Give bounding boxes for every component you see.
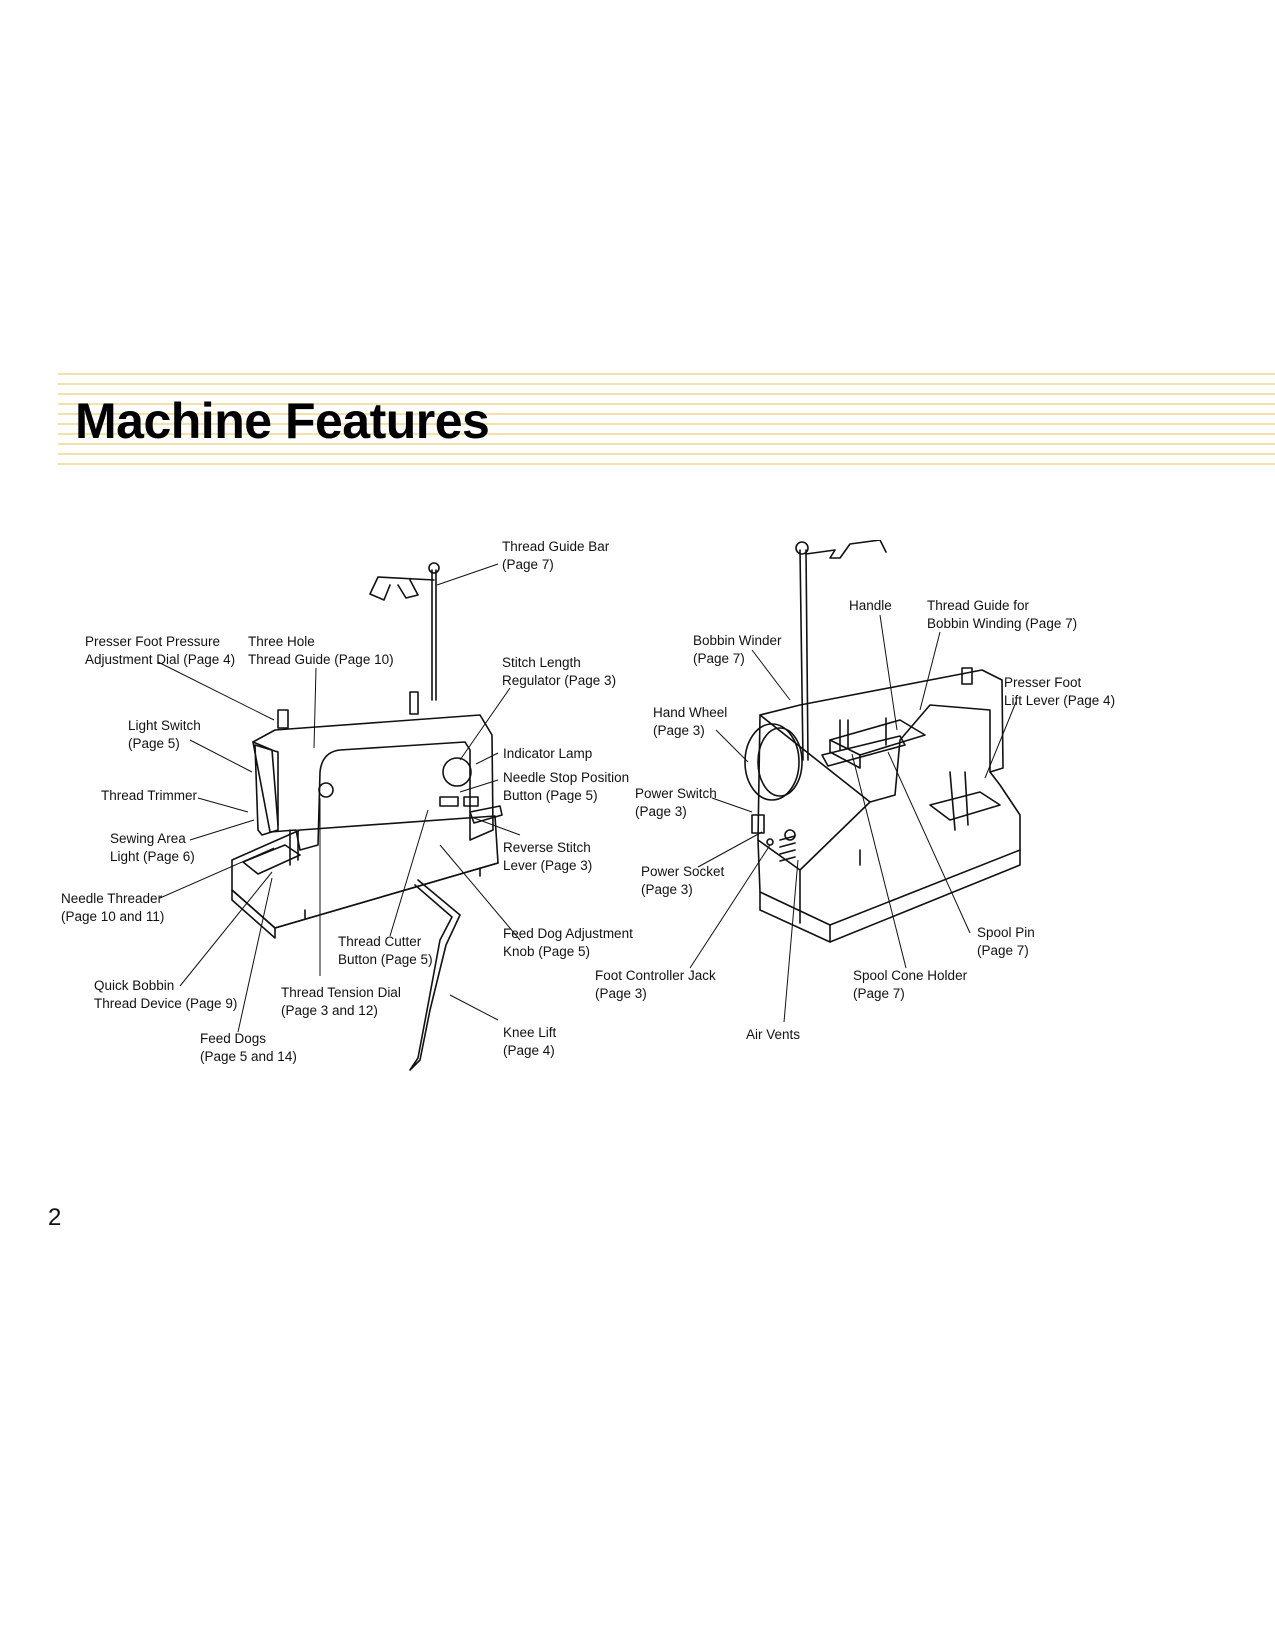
rear-machine-illustration [744,540,1021,943]
label-sewing-area-light: Sewing Area Light (Page 6) [110,831,195,864]
page-number: 2 [48,1204,62,1231]
label-thread-trimmer: Thread Trimmer [101,788,198,803]
label-feed-dog-adjustment-knob: Feed Dog Adjustment Knob (Page 5) [503,926,633,959]
label-thread-cutter-button: Thread Cutter Button (Page 5) [338,934,433,967]
label-knee-lift: Knee Lift (Page 4) [503,1025,557,1058]
label-thread-tension-dial: Thread Tension Dial (Page 3 and 12) [281,985,401,1018]
title-banner-stripes [58,373,1275,465]
label-stitch-length-regulator: Stitch Length Regulator (Page 3) [502,655,617,688]
label-power-socket: Power Socket (Page 3) [641,864,725,897]
label-light-switch: Light Switch (Page 5) [128,718,201,751]
label-air-vents: Air Vents [746,1027,801,1042]
label-needle-threader: Needle Threader (Page 10 and 11) [61,891,165,924]
label-power-switch: Power Switch (Page 3) [635,786,717,819]
label-presser-foot-lift-lever: Presser Foot Lift Lever (Page 4) [1004,675,1116,708]
label-three-hole-thread-guide: Three Hole Thread Guide (Page 10) [248,634,394,667]
label-presser-foot-pressure-dial: Presser Foot Pressure Adjustment Dial (P… [85,634,236,667]
label-quick-bobbin-thread-device: Quick Bobbin Thread Device (Page 9) [94,978,238,1011]
label-handle: Handle [849,598,892,613]
label-feed-dogs: Feed Dogs (Page 5 and 14) [200,1031,297,1064]
label-spool-cone-holder: Spool Cone Holder (Page 7) [853,968,968,1001]
label-needle-stop-position-button: Needle Stop Position Button (Page 5) [503,770,630,803]
label-bobbin-winder: Bobbin Winder (Page 7) [693,633,782,666]
front-machine-illustration [231,562,503,1071]
label-foot-controller-jack: Foot Controller Jack (Page 3) [595,968,716,1001]
label-reverse-stitch-lever: Reverse Stitch Lever (Page 3) [503,840,593,873]
label-spool-pin: Spool Pin (Page 7) [977,925,1035,958]
label-thread-guide-bar: Thread Guide Bar (Page 7) [502,539,610,572]
label-thread-guide-for-bobbin-winding: Thread Guide for Bobbin Winding (Page 7) [927,598,1078,631]
label-hand-wheel: Hand Wheel (Page 3) [653,705,728,738]
page-title: Machine Features [75,393,490,449]
leader-lines [157,563,1017,1033]
label-indicator-lamp: Indicator Lamp [503,746,593,761]
machine-features-diagram [157,540,1021,1071]
